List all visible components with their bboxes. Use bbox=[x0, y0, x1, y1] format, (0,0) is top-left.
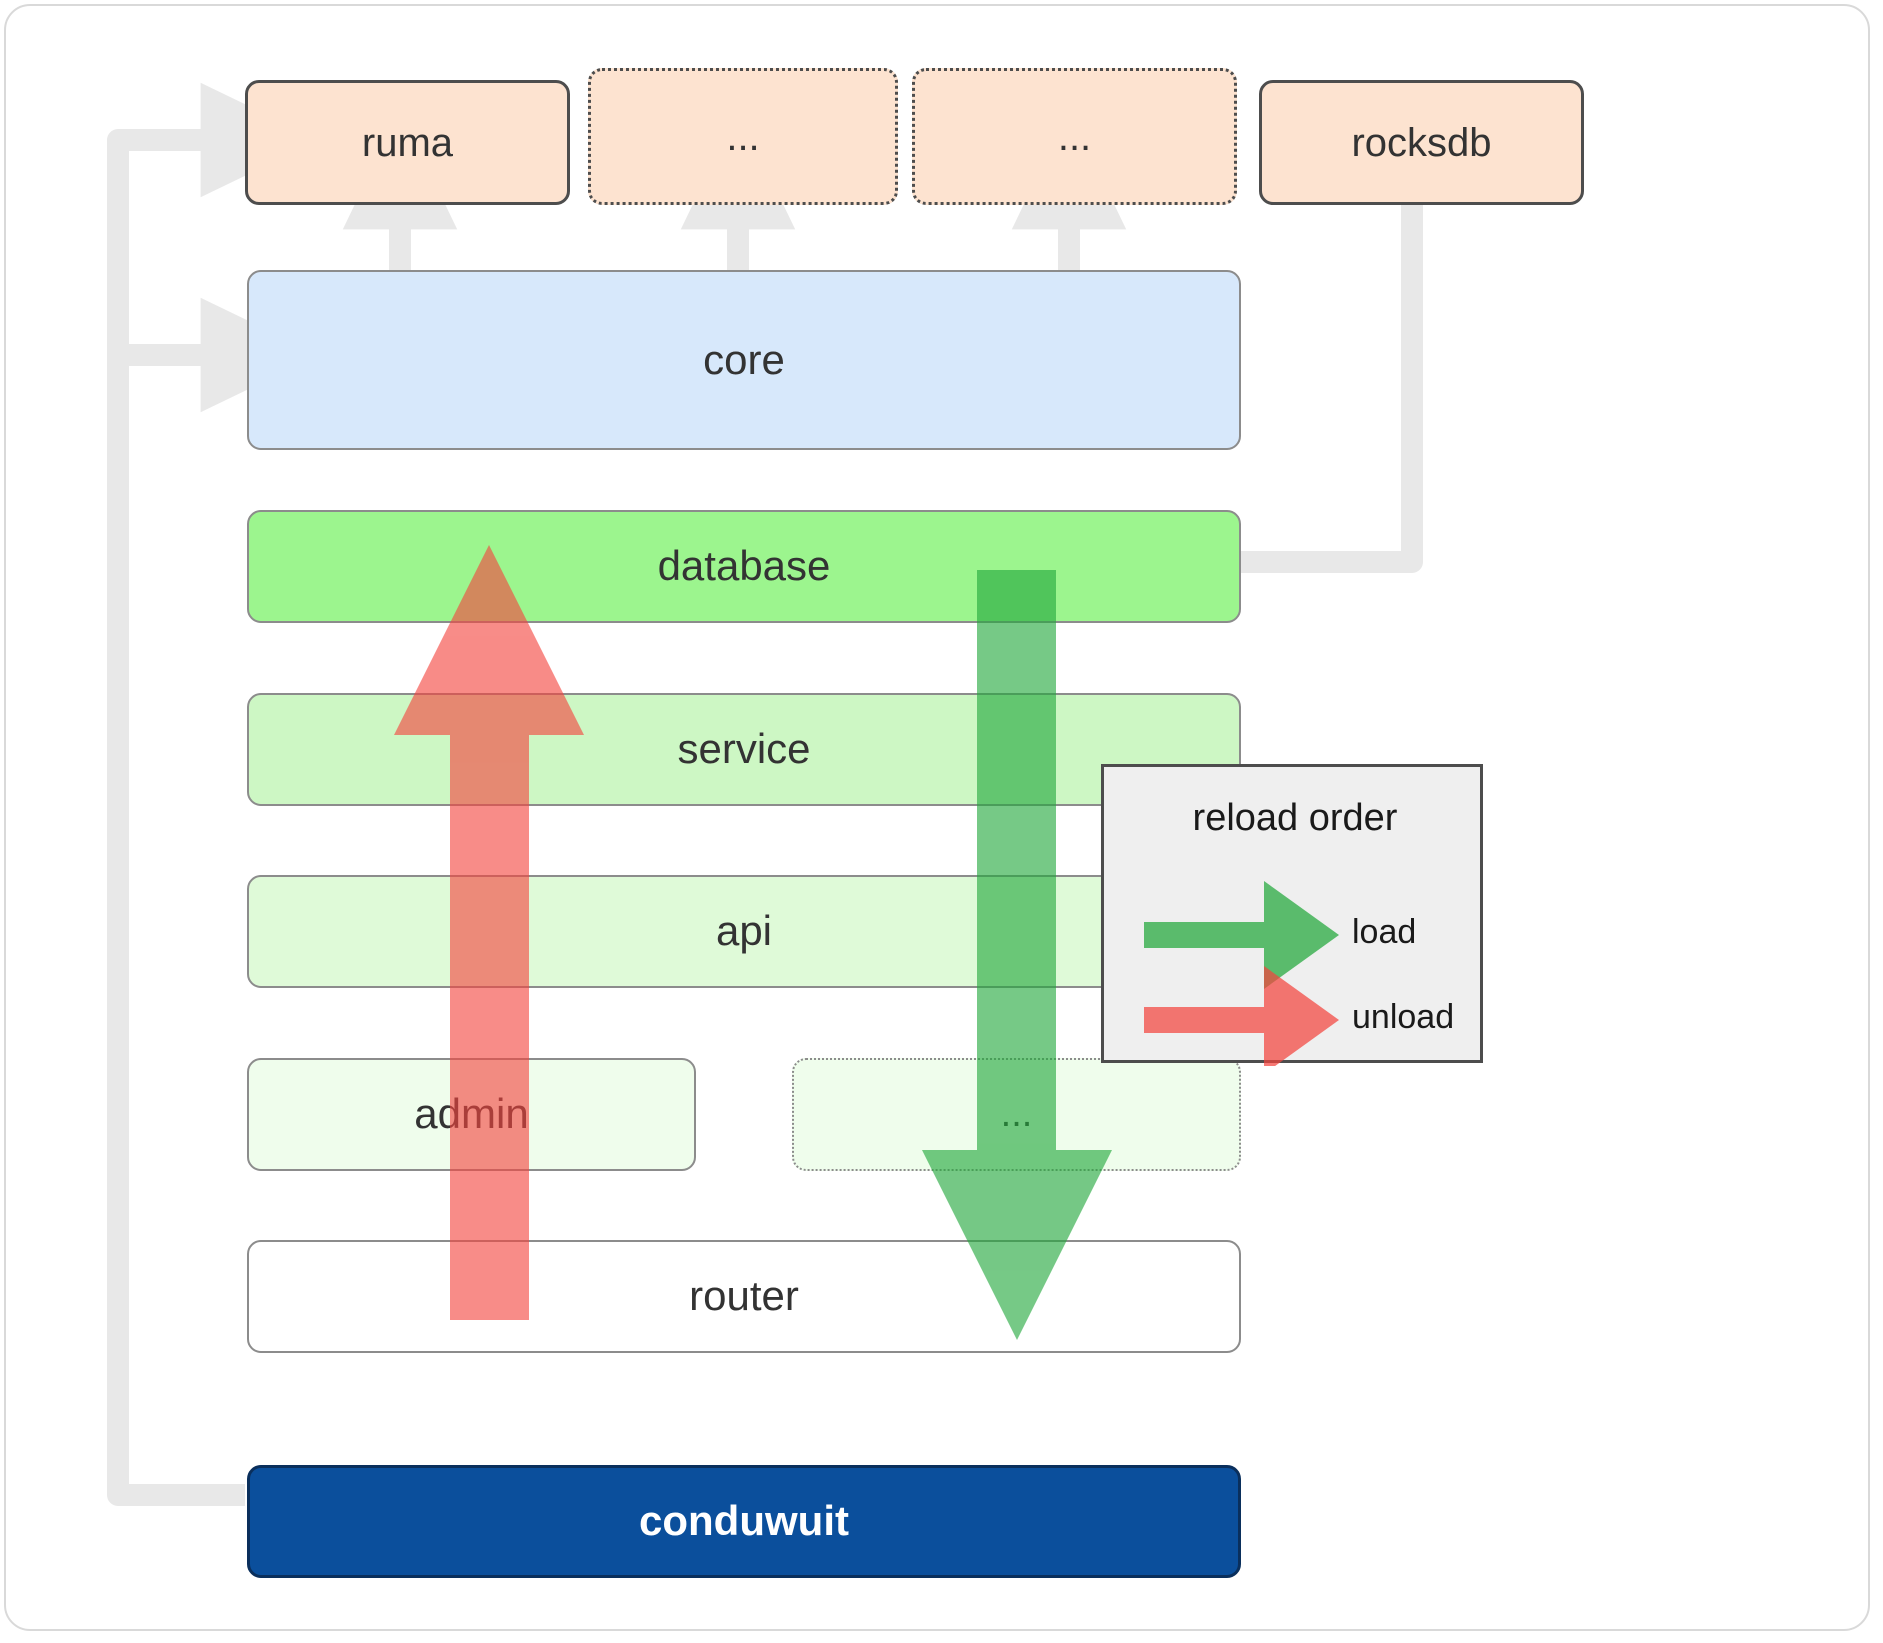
node-database-label: database bbox=[657, 542, 831, 590]
node-api-label: api bbox=[715, 907, 773, 955]
node-ellipsis-1[interactable]: ... bbox=[588, 68, 898, 205]
node-admin[interactable]: admin bbox=[247, 1058, 696, 1171]
legend-arrow-layer bbox=[1144, 881, 1339, 1066]
node-ellipsis-2-label: ... bbox=[1057, 114, 1092, 159]
node-router-label: router bbox=[689, 1272, 799, 1320]
node-core[interactable]: core bbox=[247, 270, 1241, 450]
node-service[interactable]: service bbox=[247, 693, 1241, 806]
legend-label-unload: unload bbox=[1352, 998, 1455, 1036]
node-service-label: service bbox=[677, 725, 811, 773]
legend-load-arrow bbox=[1144, 881, 1339, 989]
node-ellipsis-3[interactable]: ... bbox=[792, 1058, 1241, 1171]
node-ellipsis-3-label: ... bbox=[1000, 1092, 1033, 1135]
node-conduwuit-label: conduwuit bbox=[639, 1497, 849, 1545]
legend-unload-arrow bbox=[1144, 966, 1339, 1066]
node-ellipsis-2[interactable]: ... bbox=[912, 68, 1237, 205]
legend-title: reload order bbox=[1192, 797, 1398, 839]
node-ruma[interactable]: ruma bbox=[245, 80, 570, 205]
legend-panel: reload order load unload bbox=[1101, 764, 1483, 1066]
node-api[interactable]: api bbox=[247, 875, 1241, 988]
node-conduwuit[interactable]: conduwuit bbox=[247, 1465, 1241, 1578]
node-rocksdb-label: rocksdb bbox=[1351, 120, 1492, 165]
node-router[interactable]: router bbox=[247, 1240, 1241, 1353]
legend-label-load: load bbox=[1352, 913, 1417, 951]
node-ruma-label: ruma bbox=[361, 120, 454, 165]
diagram-frame bbox=[4, 4, 1870, 1631]
node-core-label: core bbox=[703, 335, 785, 383]
node-rocksdb[interactable]: rocksdb bbox=[1259, 80, 1584, 205]
node-ellipsis-1-label: ... bbox=[726, 114, 760, 159]
node-database[interactable]: database bbox=[247, 510, 1241, 623]
node-admin-label: admin bbox=[414, 1090, 529, 1138]
